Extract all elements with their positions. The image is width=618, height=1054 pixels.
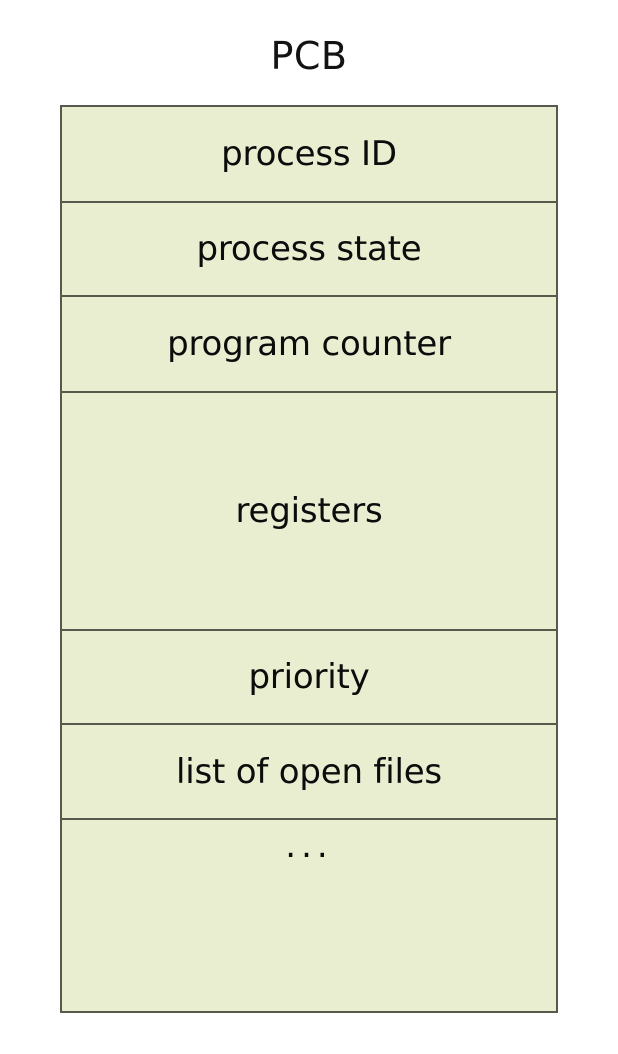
table-row-label: ... <box>285 826 333 866</box>
table-row-ellipsis: ... <box>62 820 556 1011</box>
table-row-label: program counter <box>167 324 451 364</box>
table-row-program-counter: program counter <box>62 297 556 393</box>
table-row-list-of-open-files: list of open files <box>62 725 556 820</box>
page-title: PCB <box>270 34 348 78</box>
table-row-label: list of open files <box>176 751 442 792</box>
table-row-label: process ID <box>221 134 397 174</box>
table-row-process-state: process state <box>62 203 556 297</box>
pcb-table: process ID process state program counter… <box>60 105 558 1013</box>
table-row-process-id: process ID <box>62 107 556 203</box>
table-row-label: registers <box>235 491 383 531</box>
table-row-label: priority <box>248 657 370 697</box>
table-row-priority: priority <box>62 631 556 725</box>
table-row-registers: registers <box>62 393 556 631</box>
table-row-label: process state <box>196 229 422 269</box>
